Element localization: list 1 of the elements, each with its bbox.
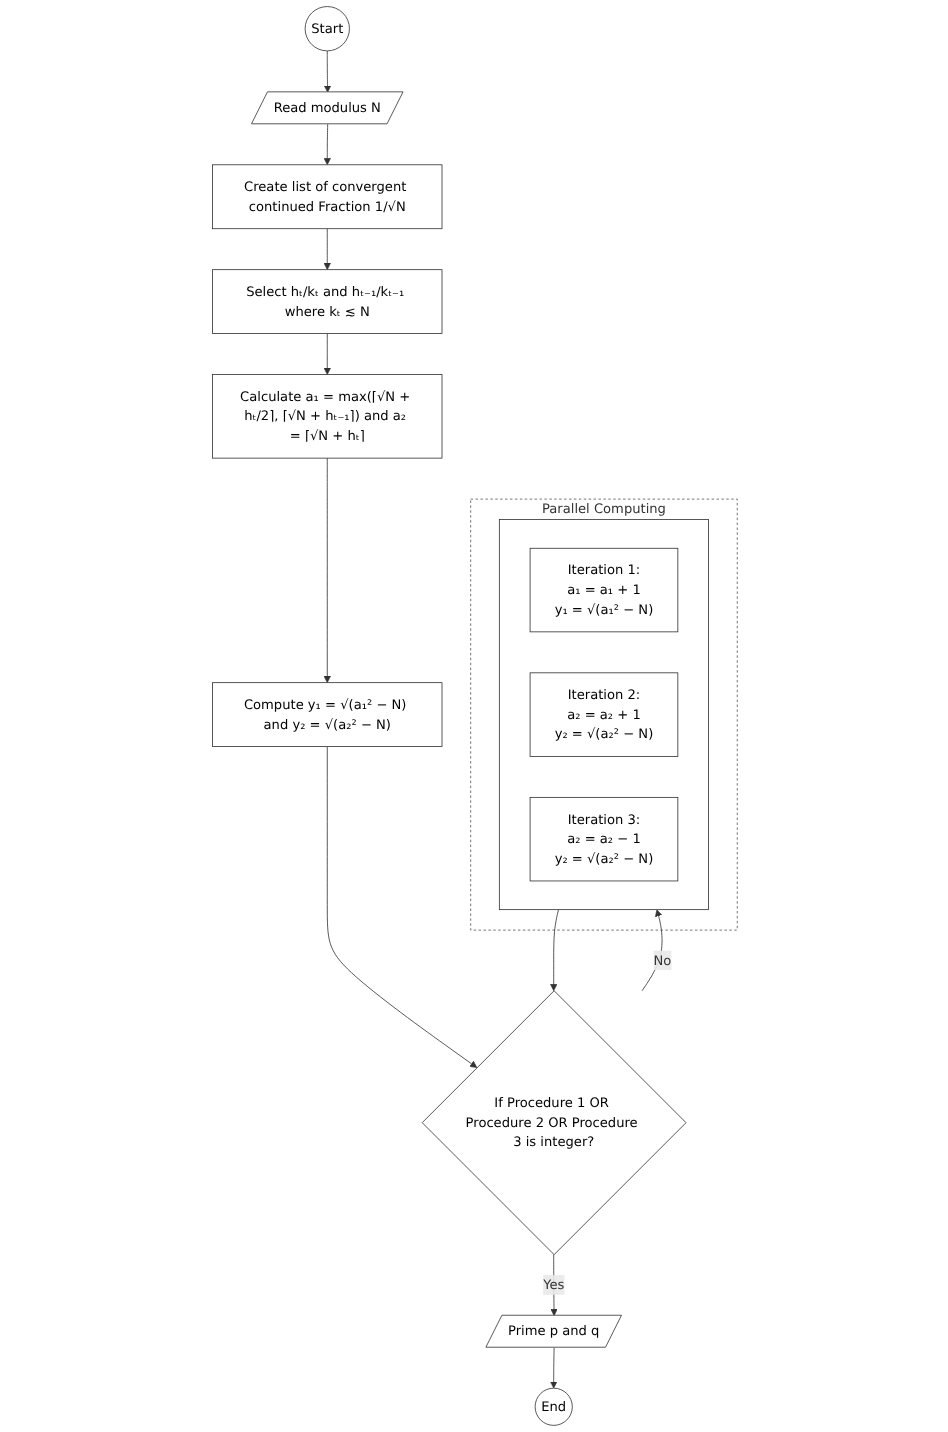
cluster [498,519,709,911]
